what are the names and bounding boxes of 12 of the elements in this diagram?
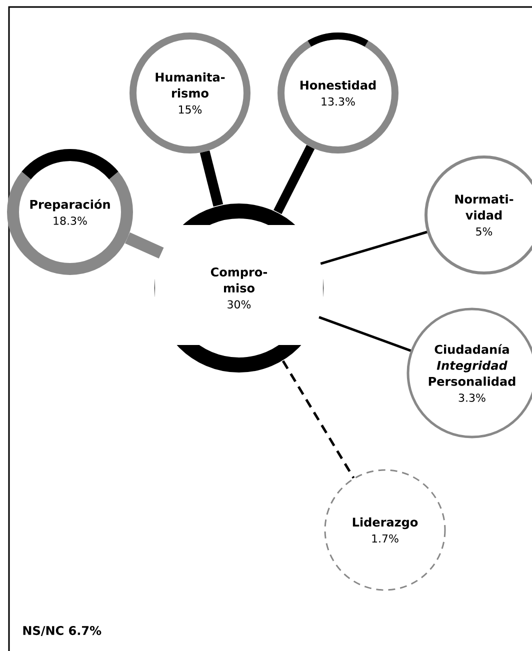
circle-node: Preparación 18.3% bbox=[7, 149, 133, 275]
note-label: NS/NC 6.7% bbox=[23, 626, 102, 636]
connector-line bbox=[274, 144, 315, 214]
connector-line bbox=[320, 230, 428, 265]
connector-line bbox=[318, 316, 412, 352]
circle-node: Liderazgo 1.7% bbox=[324, 469, 446, 591]
circle-node: Compro- miso 30% bbox=[154, 204, 324, 372]
connector-line bbox=[200, 150, 224, 207]
circle-node: Honestidad 13.3% bbox=[278, 32, 398, 154]
circle-node: Humanita- rismo 15% bbox=[130, 32, 250, 154]
connector-line bbox=[282, 360, 355, 479]
connector-line bbox=[125, 232, 164, 259]
